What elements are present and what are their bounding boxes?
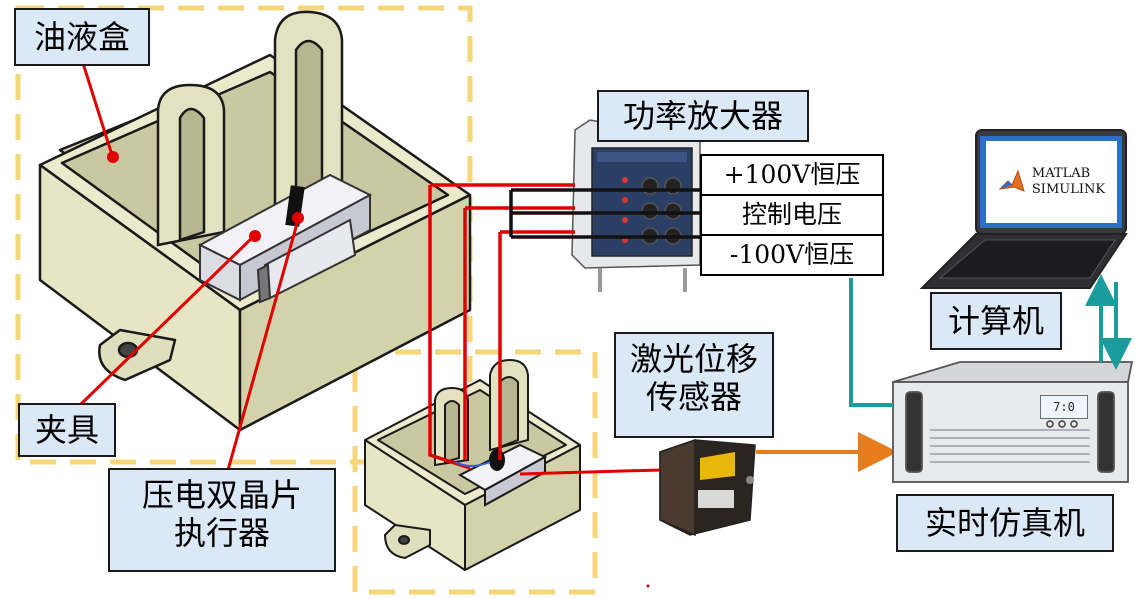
amplifier-wiring	[428, 183, 700, 470]
pointer-dot-actuator	[292, 212, 304, 224]
amplifier-to-simulator-link	[849, 278, 893, 407]
matlab-simulink-screen: MATLAB SIMULINK	[986, 141, 1117, 223]
laser-sensor-device	[659, 438, 756, 537]
signal-minus-100v: -100V恒压	[700, 234, 884, 276]
label-laser-sensor: 激光位移 传感器	[614, 332, 774, 438]
laser-beam-line	[519, 468, 661, 476]
stray-dot	[646, 584, 650, 588]
label-clamp: 夹具	[18, 403, 116, 457]
piezo-bimorph-small	[489, 449, 505, 471]
simulator-display: 7:0	[1040, 395, 1088, 419]
simulink-text: SIMULINK	[1031, 182, 1106, 197]
pointer-dot-oil-box	[107, 151, 119, 163]
realtime-simulator-device	[892, 361, 1134, 483]
label-actuator: 压电双晶片 执行器	[108, 468, 336, 572]
matlab-text: MATLAB	[1031, 166, 1091, 182]
pointer-lines	[78, 59, 300, 471]
label-oil-box: 油液盒	[14, 8, 150, 66]
signal-control-voltage: 控制电压	[700, 194, 884, 236]
pointer-dot-clamp	[249, 230, 261, 242]
signal-plus-100v: +100V恒压	[700, 154, 884, 196]
label-power-amplifier: 功率放大器	[597, 90, 809, 142]
label-computer: 计算机	[930, 292, 1062, 350]
label-realtime-simulator: 实时仿真机	[896, 494, 1114, 552]
large-setup-frame	[15, 5, 473, 465]
fixture-uprights-large	[156, 10, 344, 247]
power-amplifier-device	[571, 119, 701, 292]
clamp-large	[197, 173, 373, 304]
matlab-logo-icon	[998, 169, 1025, 192]
